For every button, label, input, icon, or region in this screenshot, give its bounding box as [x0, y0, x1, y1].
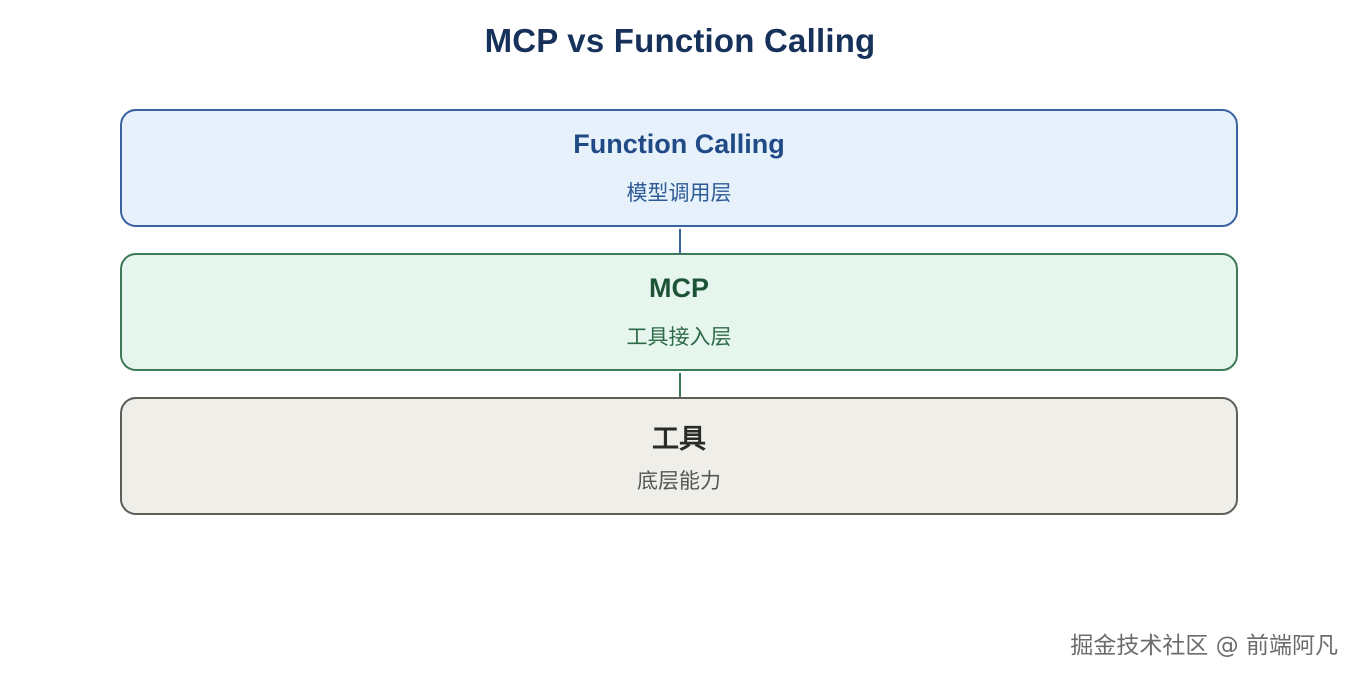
- connector-function-calling-to-mcp: [679, 229, 681, 253]
- connector-mcp-to-tools: [679, 373, 681, 397]
- layer-tools-subtitle: 底层能力: [637, 469, 721, 493]
- layer-function-calling-subtitle: 模型调用层: [626, 181, 732, 205]
- layer-function-calling: Function Calling 模型调用层: [120, 109, 1238, 227]
- layer-mcp-subtitle: 工具接入层: [626, 325, 732, 349]
- watermark: 掘金技术社区 @ 前端阿凡: [1070, 633, 1338, 659]
- layer-mcp-name: MCP: [649, 273, 709, 303]
- layer-function-calling-name: Function Calling: [573, 129, 785, 159]
- layer-tools: 工具 底层能力: [120, 397, 1238, 515]
- diagram-title: MCP vs Function Calling: [484, 22, 876, 59]
- layer-tools-name: 工具: [652, 424, 706, 454]
- layer-mcp: MCP 工具接入层: [120, 253, 1238, 371]
